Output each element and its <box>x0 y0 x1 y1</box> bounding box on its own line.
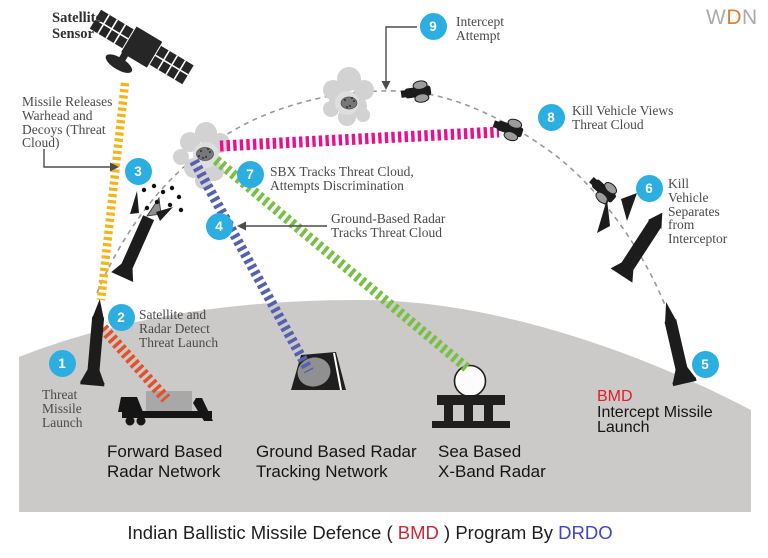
step4-label: Ground-Based Radar Tracks Threat Cloud <box>331 211 446 240</box>
kill-vehicle-separating-icon <box>583 171 622 209</box>
step-badge-9: 9 <box>419 12 447 40</box>
bmd-acronym: BMD <box>597 388 633 405</box>
caption-bmd: BMD <box>397 522 439 543</box>
interceptor-missile-icon <box>597 193 663 283</box>
step-badge-4: 4 <box>205 212 233 240</box>
brand-n: N <box>742 6 758 29</box>
satellite-beam <box>96 82 130 301</box>
apex-warhead-cluster-icon <box>340 96 358 110</box>
threat-cloud-label-connector <box>43 149 119 172</box>
sea-xband-radar-icon <box>432 364 510 428</box>
sbx-beam <box>212 156 471 372</box>
forward-radar-beam <box>98 324 171 403</box>
intercept-attempt-connector <box>381 26 417 90</box>
step7-label: SBX Tracks Threat Cloud, Attempts Discri… <box>270 164 414 193</box>
step-badge-8: 8 <box>537 103 565 131</box>
brand-w: W <box>706 6 727 29</box>
bmd-missile-icon <box>664 302 697 387</box>
ground-dome <box>19 299 751 512</box>
kill-vehicle-intercept-icon <box>399 79 433 106</box>
apex-threat-cloud-icon <box>323 67 374 126</box>
step8-label: Kill Vehicle Views Threat Cloud <box>572 103 674 132</box>
ground-radar-label-connector <box>237 221 327 231</box>
satellite-icon <box>89 9 194 85</box>
step9-label: Intercept Attempt <box>456 14 504 43</box>
step-badge-1: 1 <box>48 349 76 377</box>
step-badge-2: 2 <box>107 303 135 331</box>
ground-radar-label: Ground Based Radar Tracking Network <box>256 442 417 481</box>
caption-drdo: DRDO <box>558 522 613 543</box>
step-badge-5: 5 <box>691 350 719 378</box>
caption-middle: ) Program By <box>438 522 559 543</box>
caption-prefix: Indian Ballistic Missile Defence ( <box>127 522 398 543</box>
kill-vehicle-view-beam <box>219 126 500 152</box>
step-badge-3: 3 <box>124 157 152 185</box>
brand-logo: WDN <box>706 6 758 30</box>
forward-radar-label: Forward Based Radar Network <box>107 442 223 481</box>
ground-radar-beam <box>189 158 314 374</box>
step-badge-6: 6 <box>635 174 663 202</box>
step2-label: Satellite and Radar Detect Threat Launch <box>139 307 219 350</box>
decoy-release-icon <box>111 183 184 282</box>
step6-label: Kill Vehicle Separates from Interceptor <box>668 176 728 247</box>
step1-label: Threat Missile Launch <box>42 387 83 430</box>
brand-d: D <box>726 6 742 29</box>
threat-missile-icon <box>80 299 105 387</box>
sea-radar-label: Sea Based X-Band Radar <box>438 442 546 481</box>
satellite-sensor-label: Satellite Sensor <box>52 10 102 42</box>
step5-label: BMD Intercept Missile Launch <box>597 388 713 436</box>
step3-label: Missile Releases Warhead and Decoys (Thr… <box>22 94 113 151</box>
caption: Indian Ballistic Missile Defence ( BMD )… <box>0 522 740 544</box>
ground-radar-icon <box>291 352 346 391</box>
step-badge-7: 7 <box>236 160 264 188</box>
warhead-cluster-icon <box>196 147 214 161</box>
trajectory-path <box>96 90 666 306</box>
